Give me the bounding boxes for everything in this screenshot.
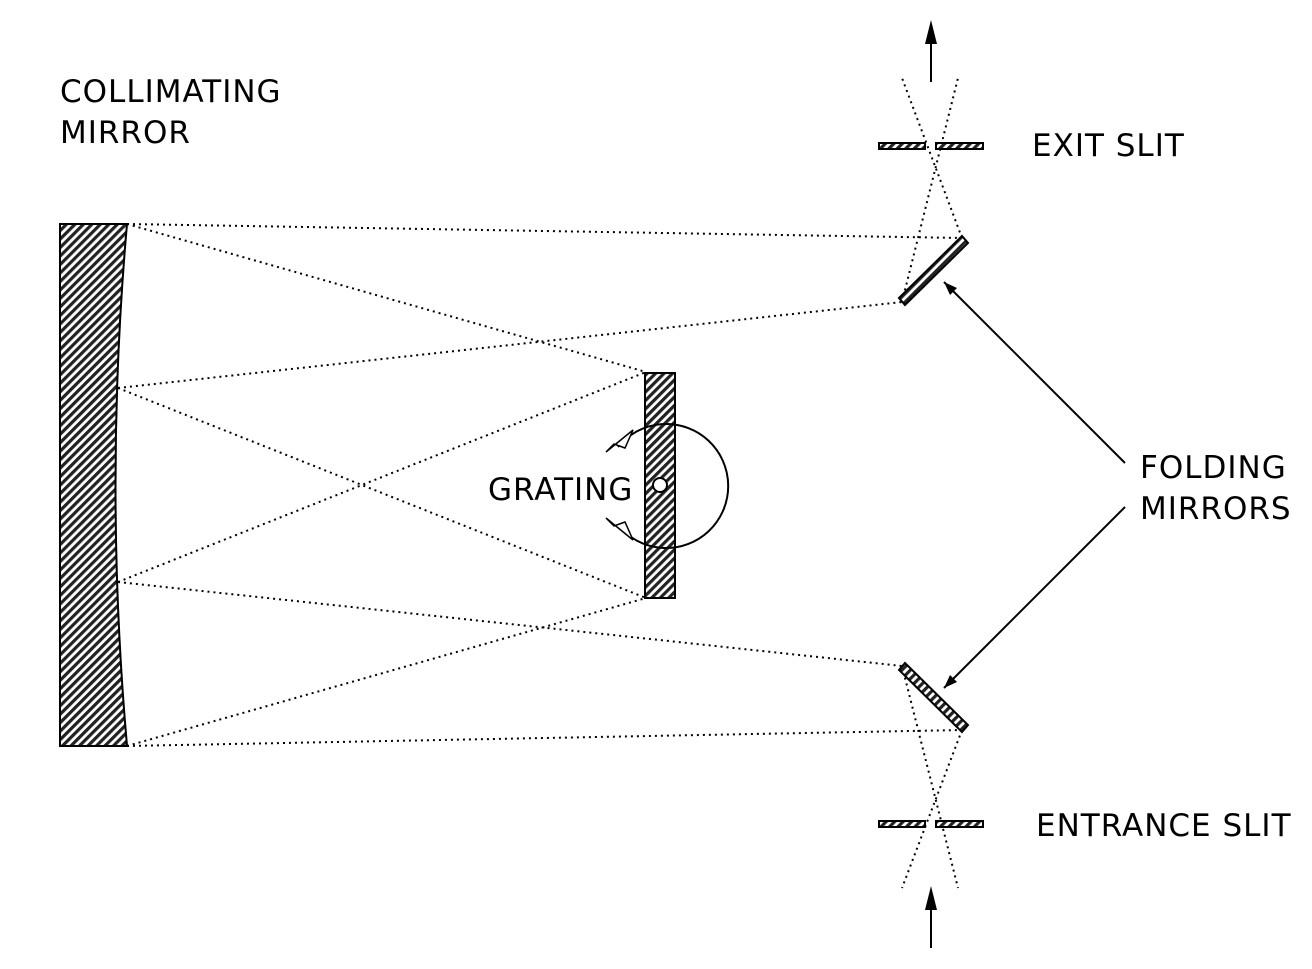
folding-mirrors <box>897 234 970 734</box>
folding-mirrors-label-line1: FOLDING <box>1140 450 1287 486</box>
folding-mirrors-label-line2: MIRRORS <box>1140 491 1292 527</box>
arrow-up-icon <box>925 886 937 910</box>
exit-slit-left-jaw <box>878 142 926 150</box>
ray-mirror-top-to-grating <box>126 223 647 373</box>
leader-line-entrance-fold <box>943 506 1126 689</box>
exit-slit-right-jaw <box>935 142 984 150</box>
rotation-arrow-head-bottom-icon <box>605 517 634 541</box>
entrance-folding-mirror <box>897 661 970 734</box>
ray-exit-cone-right <box>901 77 963 239</box>
ray-exit-cone-left <box>901 77 959 303</box>
ray-entrance-cone-left <box>901 665 959 889</box>
ray-mirror-bottom-to-grating <box>126 597 647 747</box>
collimating-mirror <box>59 223 129 747</box>
entrance-slit-right-jaw <box>935 820 984 828</box>
grating-label: GRATING <box>488 472 633 508</box>
exit-slit <box>878 142 984 150</box>
leader-arrow-exit-fold-icon <box>944 282 957 295</box>
ray-mirror-top-to-exit-fold <box>126 223 963 239</box>
grating-pivot <box>652 477 668 493</box>
leader-line-exit-fold <box>943 281 1126 464</box>
exit-slit-label: EXIT SLIT <box>1032 128 1185 164</box>
entrance-slit-left-jaw <box>878 820 926 828</box>
ray-mirror-upper-to-exit-fold <box>117 301 903 389</box>
exit-folding-mirror <box>897 234 970 307</box>
arrow-up-icon <box>925 20 937 44</box>
light-rays <box>117 77 963 889</box>
grating-rotation-arc <box>617 423 730 549</box>
entrance-slit-label: ENTRANCE SLIT <box>1036 808 1292 844</box>
leader-arrow-entrance-fold-icon <box>944 675 957 688</box>
entrance-slit <box>878 820 984 828</box>
grating <box>605 372 730 599</box>
output-beam-arrow <box>925 20 937 82</box>
collimating-mirror-label-line1: COLLIMATING <box>60 74 282 110</box>
collimating-mirror-label-line2: MIRROR <box>60 115 191 151</box>
input-beam-arrow <box>925 886 937 948</box>
ray-entrance-cone-right <box>901 729 963 889</box>
folding-mirror-leaders <box>943 281 1126 689</box>
ray-mirror-lower-to-entrance-fold <box>117 581 903 667</box>
rotation-arrow-head-top-icon <box>605 429 634 453</box>
ray-mirror-bottom-to-entrance-fold <box>126 729 963 747</box>
